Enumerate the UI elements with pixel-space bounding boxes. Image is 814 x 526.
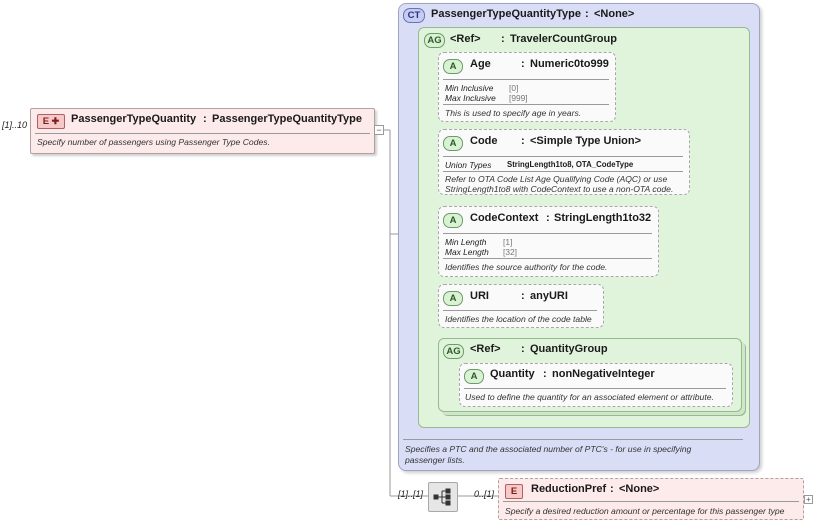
traveler-group-ref: <Ref> (450, 33, 481, 45)
attribute-code-type: <Simple Type Union> (530, 135, 642, 147)
quantity-group-ref: <Ref> (470, 343, 501, 355)
min-length-value: [1] (503, 237, 513, 247)
reduction-element-doc: Specify a desired reduction amount or pe… (505, 506, 785, 516)
reduction-element-separator: : (610, 483, 614, 495)
union-types-value: StringLength1to8, OTA_CodeType (507, 160, 634, 169)
attribute-code-doc-line2: StringLength1to8 with CodeContext to use… (445, 184, 674, 194)
plus-icon: ✚ (49, 116, 60, 126)
element-badge: E ✚ (37, 114, 65, 129)
attribute-badge: A (464, 369, 484, 384)
reduction-element-type: <None> (619, 483, 660, 495)
complex-type-doc-line1: Specifies a PTC and the associated numbe… (405, 444, 692, 454)
min-length-label: Min Length (445, 237, 487, 247)
complex-type-badge: CT (403, 8, 425, 23)
max-inclusive-label: Max Inclusive (445, 93, 496, 103)
complex-type-doc-line2: passenger lists. (405, 455, 465, 465)
attribute-badge: A (443, 59, 463, 74)
divider (443, 233, 652, 234)
attribute-age-name: Age (470, 58, 491, 70)
sequence-compositor[interactable] (428, 482, 458, 512)
sequence-occurrence: [1]..[1] (398, 489, 424, 499)
attribute-uri[interactable]: A URI : anyURI Identifies the location o… (438, 284, 604, 328)
attribute-code-name: Code (470, 135, 498, 147)
divider (35, 133, 370, 134)
reduction-pref-element[interactable]: E ReductionPref : <None> Specify a desir… (498, 478, 804, 520)
attribute-age-doc: This is used to specify age in years. (445, 108, 582, 118)
attribute-code-context-doc: Identifies the source authority for the … (445, 262, 608, 272)
attribute-code-context[interactable]: A CodeContext : StringLength1to32 Min Le… (438, 206, 659, 277)
divider (443, 104, 609, 105)
quantity-group-separator: : (521, 343, 525, 355)
divider (443, 156, 683, 157)
divider (443, 79, 609, 80)
collapse-toggle[interactable]: − (374, 125, 384, 135)
max-length-value: [32] (503, 247, 517, 257)
attribute-age-type: Numeric0to999 (530, 58, 609, 70)
complex-type-separator: : (585, 8, 589, 20)
traveler-group-separator: : (501, 33, 505, 45)
root-element-name: PassengerTypeQuantity (71, 113, 197, 125)
divider (443, 310, 597, 311)
divider (443, 258, 652, 259)
attribute-code[interactable]: A Code : <Simple Type Union> Union Types… (438, 129, 690, 195)
min-inclusive-value: [0] (509, 83, 519, 93)
quantity-group-box[interactable]: AG <Ref> : QuantityGroup A Quantity : no… (438, 338, 742, 412)
attribute-quantity-separator: : (543, 368, 547, 380)
attribute-uri-type: anyURI (530, 290, 568, 302)
divider (403, 439, 743, 440)
attribute-code-context-name: CodeContext (470, 212, 539, 224)
attribute-uri-name: URI (470, 290, 489, 302)
attribute-code-context-separator: : (546, 212, 550, 224)
attribute-quantity[interactable]: A Quantity : nonNegativeInteger Used to … (459, 363, 733, 407)
divider (443, 171, 683, 172)
root-occurrence: [1]..10 (2, 120, 28, 130)
attribute-uri-doc: Identifies the location of the code tabl… (445, 314, 592, 324)
complex-type-name: PassengerTypeQuantityType (431, 8, 581, 20)
reduction-element-name: ReductionPref (531, 483, 607, 495)
root-element-separator: : (203, 113, 207, 125)
union-types-label: Union Types (445, 160, 492, 170)
root-element-type: PassengerTypeQuantityType (212, 113, 362, 125)
attribute-age[interactable]: A Age : Numeric0to999 Min Inclusive [0] … (438, 52, 616, 122)
traveler-group-type: TravelerCountGroup (510, 33, 617, 45)
attribute-badge: A (443, 291, 463, 306)
attribute-code-doc-line1: Refer to OTA Code List Age Qualifying Co… (445, 174, 668, 184)
sequence-icon (433, 488, 451, 506)
attribute-quantity-name: Quantity (490, 368, 535, 380)
reduction-occurrence: 0..[1] (474, 489, 495, 499)
attribute-quantity-doc: Used to define the quantity for an assoc… (465, 392, 714, 402)
max-inclusive-value: [999] (509, 93, 528, 103)
max-length-label: Max Length (445, 247, 489, 257)
root-element-doc: Specify number of passengers using Passe… (37, 137, 270, 147)
complex-type-type: <None> (594, 8, 635, 20)
attribute-group-badge: AG (424, 33, 445, 48)
quantity-group-type: QuantityGroup (530, 343, 608, 355)
divider (464, 388, 726, 389)
attribute-badge: A (443, 136, 463, 151)
root-element-box[interactable]: E ✚ PassengerTypeQuantity : PassengerTyp… (30, 108, 375, 154)
attribute-quantity-type: nonNegativeInteger (552, 368, 655, 380)
attribute-group-badge: AG (443, 344, 464, 359)
attribute-uri-separator: : (521, 290, 525, 302)
expand-toggle[interactable]: + (804, 495, 813, 504)
element-badge: E (505, 484, 523, 499)
min-inclusive-label: Min Inclusive (445, 83, 494, 93)
divider (503, 501, 799, 502)
attribute-code-separator: : (521, 135, 525, 147)
attribute-age-separator: : (521, 58, 525, 70)
attribute-badge: A (443, 213, 463, 228)
attribute-code-context-type: StringLength1to32 (554, 212, 652, 224)
